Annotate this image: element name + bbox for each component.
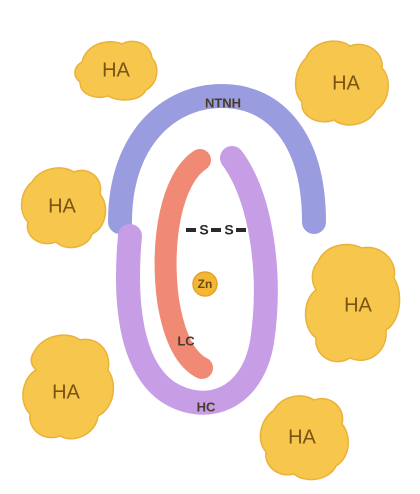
ha-label: HA	[288, 426, 316, 448]
zinc-ion: Zn	[193, 272, 217, 296]
ha-subunit-bottom-right: HA	[260, 396, 348, 480]
zn-label: Zn	[198, 277, 213, 291]
ha-label: HA	[344, 294, 372, 316]
ha-label: HA	[52, 381, 80, 403]
ha-label: HA	[102, 59, 130, 81]
ha-label: HA	[332, 72, 360, 94]
ha-subunit-top-right: HA	[296, 41, 389, 125]
disulfide-bond: S S	[186, 222, 246, 238]
sulfur-label-right: S	[224, 222, 233, 238]
ntnh-label: NTNH	[205, 95, 241, 110]
ha-subunit-mid-right: HA	[306, 244, 400, 361]
light-chain: LC	[166, 160, 202, 368]
ha-subunit-top-left: HA	[75, 41, 157, 100]
ntnh-subunit: NTNH	[120, 95, 314, 222]
sulfur-label-left: S	[199, 222, 208, 238]
ha-subunit-mid-left: HA	[22, 168, 106, 248]
hc-label: HC	[197, 399, 216, 414]
ha-label: HA	[48, 195, 76, 217]
ha-subunit-bottom-left: HA	[23, 335, 114, 439]
lc-label: LC	[177, 333, 195, 348]
